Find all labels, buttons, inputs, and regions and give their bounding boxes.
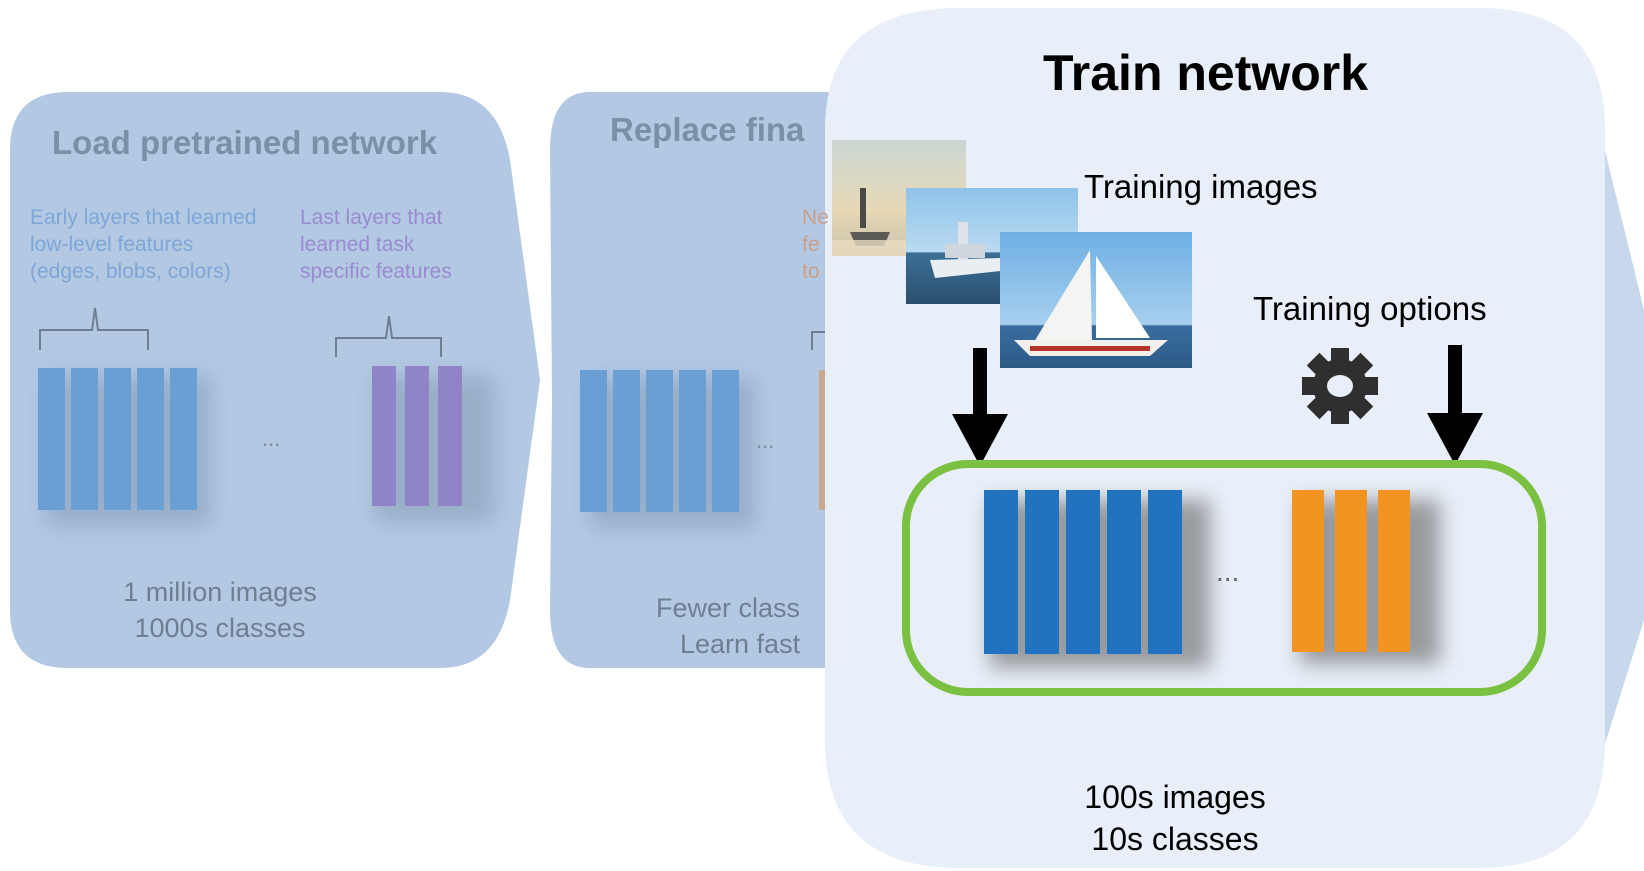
early-layers-label: Early layers that learned low-level feat… — [30, 206, 257, 283]
stage3-panel — [825, 8, 1605, 868]
stage2-counts: Fewer class Learn fast — [656, 593, 801, 659]
trainable-network — [902, 460, 1546, 696]
stage2-ellipsis: ... — [756, 428, 775, 453]
brace-icon — [39, 307, 149, 350]
stage3-ellipsis: ... — [1216, 556, 1240, 587]
down-arrow-icon — [952, 348, 1008, 466]
boat-photo — [1000, 232, 1192, 368]
gear-icon — [1302, 348, 1378, 424]
brace-icon — [811, 331, 830, 350]
stage2-layers — [580, 370, 829, 528]
down-arrow-icon — [1427, 345, 1483, 465]
flow-arrow-tip — [1600, 130, 1644, 760]
stage1-ellipsis: ... — [262, 426, 281, 451]
last-layers-label: Last layers that learned task specific f… — [300, 206, 452, 283]
new-layers-label: Ne fe to — [802, 206, 829, 283]
training-images-label: Training images — [1084, 168, 1318, 205]
stage1-title: Load pretrained network — [52, 124, 438, 161]
stage1-counts: 1 million images 1000s classes — [123, 577, 317, 643]
stage3-title: Train network — [1043, 45, 1369, 101]
stage1-layers — [38, 366, 495, 526]
stage2-title: Replace fina — [610, 111, 805, 148]
stage3-counts: 100s images 10s classes — [1084, 779, 1266, 857]
brace-icon — [335, 315, 442, 357]
training-options-label: Training options — [1253, 290, 1487, 327]
